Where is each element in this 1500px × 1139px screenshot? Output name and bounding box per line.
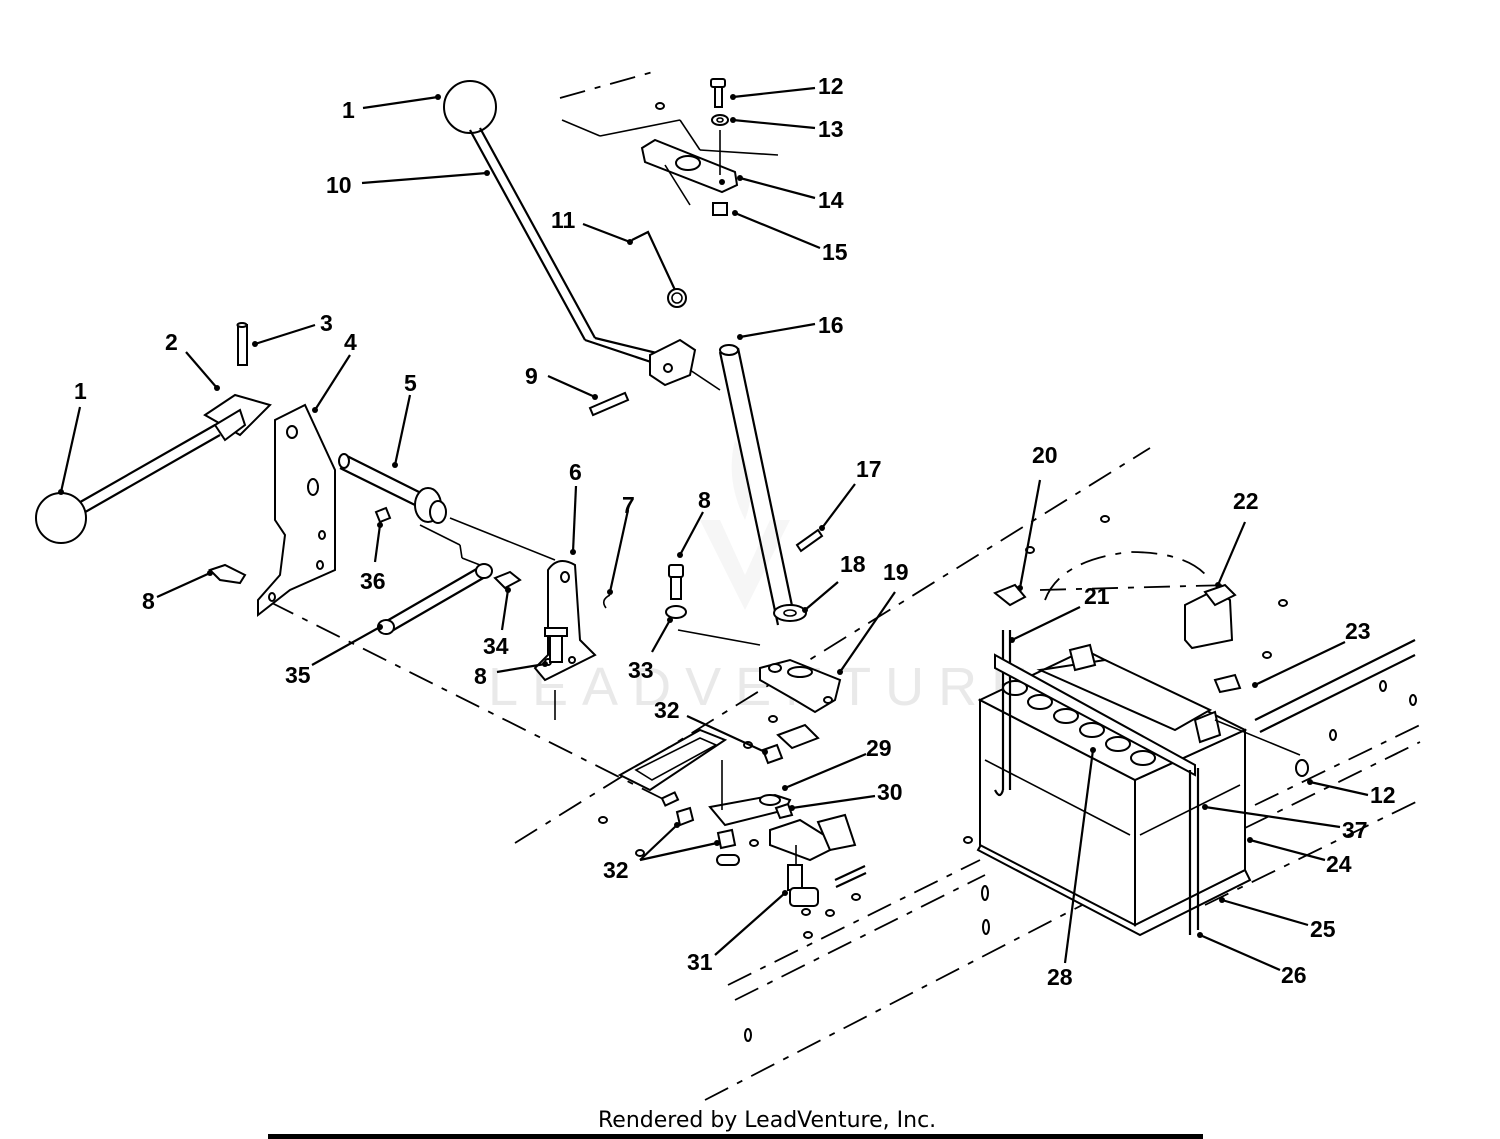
- callout-35: 35: [285, 662, 311, 688]
- callout-1-top: 1: [342, 97, 355, 123]
- callout-20: 20: [1032, 442, 1058, 468]
- callout-24: 24: [1326, 851, 1352, 877]
- callout-7: 7: [622, 492, 635, 518]
- shift-arm: [759, 658, 842, 750]
- callout-31: 31: [687, 949, 713, 975]
- callout-6: 6: [569, 459, 582, 485]
- callout-12-top: 12: [818, 73, 844, 99]
- callout-21: 21: [1084, 583, 1110, 609]
- callout-1-left: 1: [74, 378, 87, 404]
- lever-bracket: [533, 560, 611, 720]
- callout-30: 30: [877, 779, 903, 805]
- callout-29: 29: [866, 735, 892, 761]
- callout-3: 3: [320, 310, 333, 336]
- callout-25: 25: [1310, 916, 1336, 942]
- callout-33: 33: [628, 657, 654, 683]
- frame-holes: [598, 102, 1417, 1042]
- shift-rod: [665, 344, 824, 646]
- leader-lines: [58, 86, 1369, 972]
- callout-8-mid: 8: [698, 487, 711, 513]
- callout-32-bottom: 32: [603, 857, 629, 883]
- callout-2: 2: [165, 329, 178, 355]
- callout-32-top: 32: [654, 697, 680, 723]
- callout-28: 28: [1047, 964, 1073, 990]
- callout-12-right: 12: [1370, 782, 1396, 808]
- watermark-text: LEADVENTURE: [488, 657, 1041, 717]
- callout-22: 22: [1233, 488, 1259, 514]
- callout-14: 14: [818, 187, 844, 213]
- callout-10: 10: [326, 172, 352, 198]
- vent-caps: [1002, 680, 1156, 766]
- callout-19: 19: [883, 559, 909, 585]
- watermark-logo: [700, 440, 790, 610]
- callout-26: 26: [1281, 962, 1307, 988]
- main-shift-lever: [443, 80, 721, 417]
- spring: [631, 230, 687, 308]
- callout-18: 18: [840, 551, 866, 577]
- callout-5: 5: [404, 370, 417, 396]
- callout-15: 15: [822, 239, 848, 265]
- callout-labels: 1 10 11 12 13 14 15 16 9 3 2 4 5 1 6 7 8…: [74, 73, 1396, 990]
- callout-9: 9: [525, 363, 538, 389]
- frame-lines: [269, 69, 1421, 1101]
- callout-34: 34: [483, 633, 509, 659]
- callout-16: 16: [818, 312, 844, 338]
- shift-shaft: [338, 453, 556, 566]
- callout-8-left: 8: [142, 588, 155, 614]
- battery-assembly: [976, 583, 1309, 937]
- lower-linkage: [617, 728, 867, 907]
- left-shift-lever: [35, 322, 272, 544]
- callout-17: 17: [856, 456, 882, 482]
- linkage-small-parts: [208, 506, 522, 635]
- callout-8-bracket: 8: [474, 663, 487, 689]
- callout-36: 36: [360, 568, 386, 594]
- callout-13: 13: [818, 116, 844, 142]
- callout-37: 37: [1342, 817, 1368, 843]
- top-hardware: [640, 78, 739, 216]
- cut-off-title: [268, 1134, 1203, 1139]
- callout-11: 11: [551, 207, 576, 233]
- bracket-plate: [257, 403, 336, 618]
- callout-4: 4: [344, 329, 357, 355]
- credit-text: Rendered by LeadVenture, Inc.: [598, 1108, 936, 1133]
- callout-23: 23: [1345, 618, 1371, 644]
